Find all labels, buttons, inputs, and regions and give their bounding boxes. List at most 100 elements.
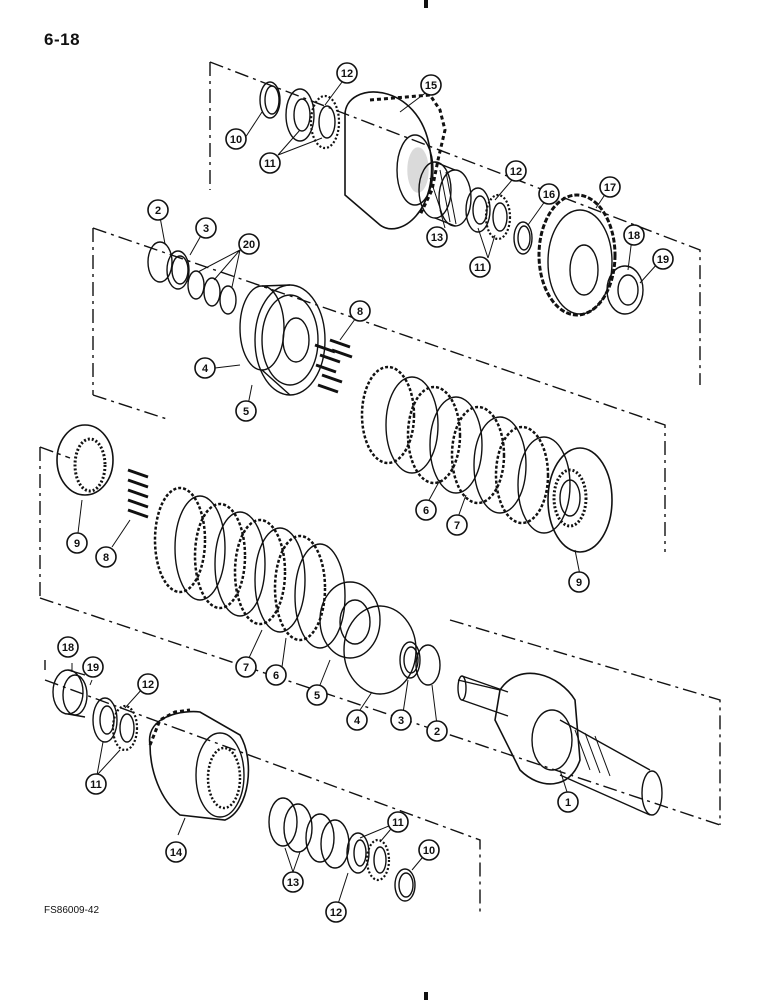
svg-text:5: 5: [314, 690, 320, 702]
snap-ring-part: [513, 221, 533, 255]
gear-part-15: [344, 91, 447, 230]
callout-12: 12: [137, 673, 159, 695]
svg-text:12: 12: [330, 907, 342, 919]
piston-part: [239, 284, 326, 396]
callout-5: 5: [306, 684, 328, 706]
svg-text:12: 12: [341, 68, 353, 80]
svg-text:18: 18: [628, 230, 640, 242]
piston-part: [319, 581, 381, 659]
callout-2: 2: [426, 720, 448, 742]
svg-text:12: 12: [510, 166, 522, 178]
svg-text:7: 7: [454, 520, 460, 532]
callout-5: 5: [235, 400, 257, 422]
svg-text:8: 8: [103, 552, 109, 564]
svg-text:10: 10: [230, 134, 242, 146]
callout-16: 16: [538, 183, 560, 205]
svg-text:3: 3: [203, 223, 209, 235]
thrust-bearing-part: [111, 704, 139, 752]
thrust-bearing-part: [484, 193, 512, 241]
svg-text:6: 6: [423, 505, 429, 517]
needle-bearing-part: [418, 161, 472, 227]
springs-8: [314, 338, 353, 394]
svg-text:12: 12: [142, 679, 154, 691]
svg-text:4: 4: [202, 363, 209, 375]
svg-text:13: 13: [431, 232, 443, 244]
callout-19: 19: [652, 248, 674, 270]
thrust-bearing-part: [309, 94, 341, 150]
svg-text:17: 17: [604, 182, 616, 194]
page-number: 6-18: [44, 30, 81, 49]
thrust-washer-part: [92, 697, 118, 743]
callout-11: 11: [469, 256, 491, 278]
middle-upper-outline: [92, 227, 666, 552]
callout-4: 4: [194, 357, 216, 379]
clutch-hub-part: [56, 424, 114, 496]
clutch-pack-upper: [360, 365, 571, 534]
callout-11: 11: [259, 152, 281, 174]
callout-10: 10: [418, 839, 440, 861]
figure-code: FS86009-42: [44, 905, 100, 916]
callout-4: 4: [346, 709, 368, 731]
callout-9: 9: [568, 571, 590, 593]
svg-text:6: 6: [273, 670, 279, 682]
callout-14: 14: [165, 841, 187, 863]
callout-12: 12: [505, 160, 527, 182]
clutch-pack-lower: [153, 486, 346, 649]
callout-12: 12: [325, 901, 347, 923]
bearing-cup-part: [606, 265, 644, 315]
callout-6: 6: [265, 664, 287, 686]
svg-text:11: 11: [90, 779, 102, 791]
callout-17: 17: [599, 176, 621, 198]
callout-8: 8: [349, 300, 371, 322]
callout-18: 18: [623, 224, 645, 246]
callout-10: 10: [225, 128, 247, 150]
top-page-mark: [424, 0, 428, 8]
svg-text:1: 1: [565, 797, 571, 809]
svg-text:19: 19: [87, 662, 99, 674]
callout-12: 12: [336, 62, 358, 84]
svg-text:18: 18: [62, 642, 74, 654]
shaft-part: [457, 672, 663, 816]
callout-13: 13: [282, 871, 304, 893]
clutch-hub-part: [547, 447, 613, 553]
svg-text:9: 9: [576, 577, 582, 589]
seal-ring-part: [399, 641, 421, 679]
svg-text:16: 16: [543, 189, 555, 201]
svg-text:2: 2: [155, 205, 161, 217]
callout-2: 2: [147, 199, 169, 221]
callout-7: 7: [446, 514, 468, 536]
svg-text:13: 13: [287, 877, 299, 889]
svg-text:9: 9: [74, 538, 80, 550]
svg-text:19: 19: [657, 254, 669, 266]
thrust-washer-part: [285, 88, 315, 142]
callout-13: 13: [426, 226, 448, 248]
springs-8: [127, 468, 149, 519]
callout-6: 6: [415, 499, 437, 521]
callout-18: 18: [57, 636, 79, 658]
bearing-cup-part: [52, 669, 88, 718]
snap-ring-part: [415, 644, 441, 686]
svg-text:3: 3: [398, 715, 404, 727]
svg-text:7: 7: [243, 662, 249, 674]
callout-11: 11: [387, 811, 409, 833]
svg-text:11: 11: [392, 817, 404, 829]
callout-1: 1: [557, 791, 579, 813]
gear-part-14: [148, 708, 250, 821]
svg-text:11: 11: [474, 262, 486, 274]
svg-text:5: 5: [243, 406, 249, 418]
thrust-washer-part: [346, 832, 370, 874]
leader-lines: [71, 77, 659, 905]
seal-ring-part: [166, 250, 190, 290]
callout-8: 8: [95, 546, 117, 568]
snap-ring-part: [394, 868, 416, 902]
snap-ring-part: [147, 241, 173, 283]
svg-text:8: 8: [357, 306, 363, 318]
svg-text:15: 15: [425, 80, 437, 92]
snap-ring-part: [259, 81, 281, 119]
svg-text:14: 14: [170, 847, 183, 859]
middle-lower-outline: [39, 446, 721, 826]
callout-3: 3: [195, 217, 217, 239]
callout-15: 15: [420, 74, 442, 96]
bottom-page-mark: [424, 992, 428, 1000]
